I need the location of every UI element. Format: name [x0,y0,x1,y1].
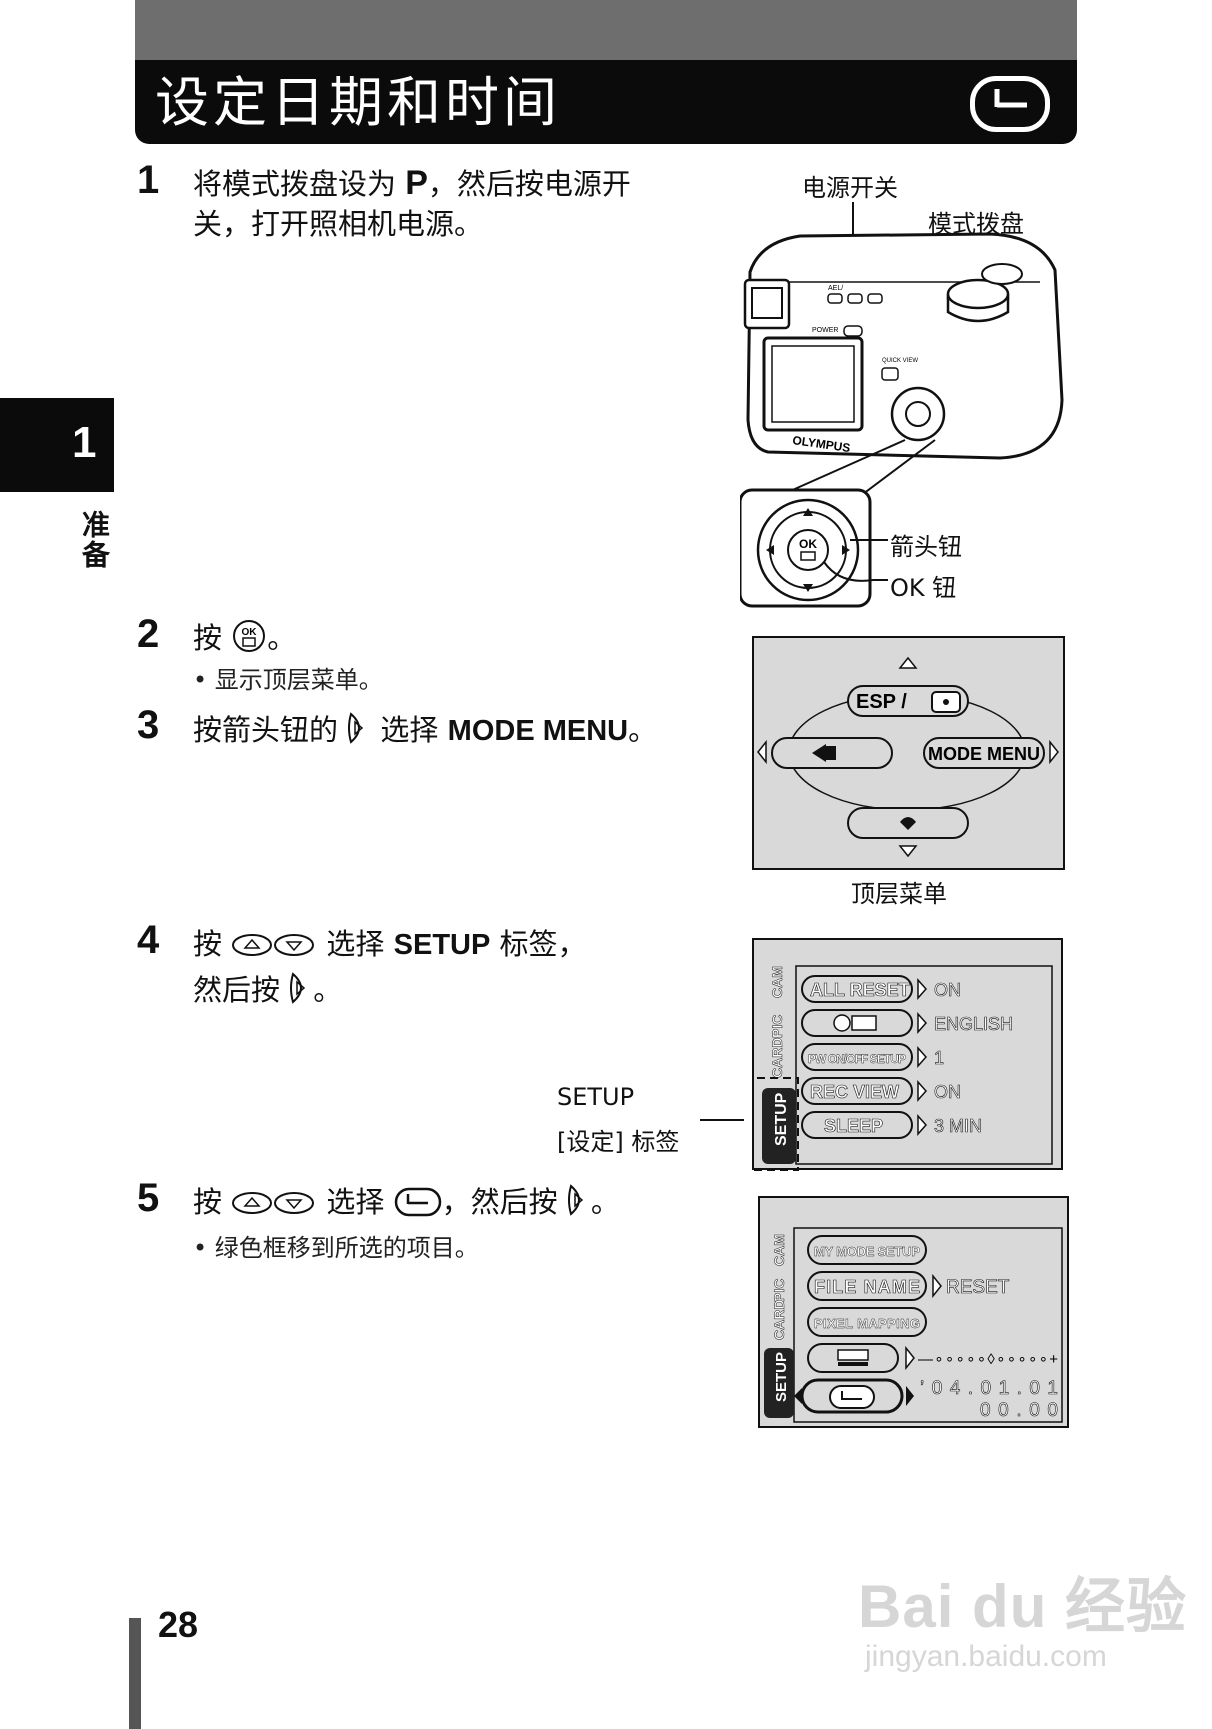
title-bar [135,60,1077,144]
menu1-item-3-value: ON [934,1082,961,1102]
step-2-number: 2 [137,612,160,656]
step-3-number: 3 [137,703,160,747]
svg-text:POWER: POWER [812,327,838,334]
menu1-item-2-label: PW ON/OFF SETUP [808,1052,906,1066]
step-4-number: 4 [137,918,160,962]
step-3-text-b: 选择 [371,713,448,747]
step-1-text-c: ，然后按电源开 [427,167,631,201]
step-5-text: 按 选择 ，然后按 。 [193,1182,620,1228]
menu1-item-0-value: ON [934,980,961,1000]
step-1-text-a: 将模式拨盘设为 [193,167,406,201]
step-4-setup: SETUP [393,929,491,961]
svg-text:QUICK VIEW: QUICK VIEW [882,358,918,364]
step-1-text-line2: 关，打开照相机电源。 [193,207,484,241]
menu1-item-4-label: SLEEP [824,1116,883,1136]
arrow-right-icon [567,1182,591,1228]
arrow-up-down-icon [231,930,317,970]
top-menu-up: ESP / [856,691,907,713]
ok-button-label: OK 钮 [890,574,957,602]
menu2-item-0-label: MY MODE SETUP [814,1244,920,1259]
menu2-time-value: 00.00 [980,1400,1058,1421]
page-number-bar [129,1618,141,1729]
chapter-tab [0,398,114,492]
page-title: 设定日期和时间 [155,71,561,134]
clock-icon [394,1186,442,1228]
chapter-label: 准备 [78,510,111,570]
power-switch-label: 电源开关 [802,174,898,202]
top-menu-mode-menu: MODE MENU [928,744,1040,764]
arrow-right-icon [347,710,371,756]
svg-text:AEL/: AEL/ [828,285,843,292]
top-menu-caption: 顶层菜单 [851,880,947,908]
page-number: 28 [158,1604,199,1645]
step-5-text-c: ，然后按 [441,1185,567,1219]
tab-cam: CAM [769,966,785,998]
step-1-number: 1 [137,158,160,202]
step-3-text-d: 。 [628,713,658,747]
step-1-mode-p: P [405,164,428,202]
setup-tab-caption-cn: [设定] 标签 [557,1128,680,1156]
watermark-logo: Bai du 经验 [858,1573,1188,1640]
arrow-right-icon [289,970,313,1016]
camera-diagram: POWER AEL/ QUICK VIEW OLYMPUS OK [740,202,1064,608]
top-menu-screen: ESP / MODE MENU [752,636,1065,870]
setup-tab-leader-line [700,1119,744,1121]
tab-card: CARD [769,1038,785,1078]
header-top-bar [135,0,1077,62]
tab-pic: PIC [769,1015,785,1038]
menu1-item-0-label: ALL RESET [810,980,910,1000]
step-2-text-a: 按 [193,621,232,655]
step-2-text: 按 OK 。 [193,618,296,664]
menu1-item-1-value: ENGLISH [934,1014,1013,1034]
tab-setup: SETUP [773,1092,790,1146]
menu1-item-3-label: REC VIEW [810,1082,899,1102]
ok-pad-label: OK [799,537,817,551]
tab-pic: PIC [771,1279,787,1302]
svg-text:OK: OK [242,627,258,638]
arrow-up-down-icon [231,1188,317,1228]
ok-button-icon: OK [231,618,267,664]
step-4-text-a: 按 [193,927,232,961]
setup-menu-screen-2: CAM PIC CARD SETUP MY MODE SETUP FILE NA… [758,1196,1069,1428]
arrow-pad-label: 箭头钮 [890,533,962,561]
step-5-number: 5 [137,1176,160,1220]
setup-tab-caption-en: SETUP [557,1083,635,1111]
step-5-text-b: 选择 [317,1185,394,1219]
menu2-date-value: ’04.01.01 [920,1378,1058,1399]
step-4-text-b: 选择 [317,927,394,961]
step-5-text-a: 按 [193,1185,232,1219]
step-1-text: 将模式拨盘设为 P，然后按电源开 关，打开照相机电源。 [193,163,631,244]
chapter-number: 1 [72,418,97,467]
step-4-line2-b: 。 [313,973,343,1007]
menu1-item-4-value: 3 MIN [934,1116,982,1136]
step-2-text-b: 。 [267,621,297,655]
setup-menu-screen-1: CAM PIC CARD SETUP ALL RESET ON ENGLISH … [752,938,1063,1171]
step-4-line2-a: 然后按 [193,973,290,1007]
step-3-text-a: 按箭头钮的 [193,713,348,747]
menu2-item-3-value: —∘∘∘∘∘◊∘∘∘∘∘+ [918,1351,1058,1368]
step-5-bullet: • 绿色框移到所选的项目。 [193,1234,479,1262]
tab-card: CARD [771,1300,787,1340]
step-5-text-d: 。 [590,1185,620,1219]
step-4-text-d: 标签， [490,927,587,961]
menu2-item-2-label: PIXEL MAPPING [814,1316,920,1331]
tab-cam: CAM [771,1234,787,1266]
menu1-item-2-value: 1 [934,1048,944,1068]
tab-setup: SETUP [773,1352,790,1402]
clock-icon [970,76,1050,132]
step-3-text: 按箭头钮的 选择 MODE MENU。 [193,710,657,756]
step-4-text: 按 选择 SETUP 标签， 然后按 。 [193,924,587,1016]
watermark-url: jingyan.baidu.com [865,1640,1107,1673]
step-3-mode-menu: MODE MENU [447,715,629,747]
step-2-bullet: • 显示顶层菜单。 [193,666,383,694]
menu2-item-1-label: FILE NAME [814,1277,920,1297]
menu2-item-1-value: RESET [946,1277,1010,1298]
